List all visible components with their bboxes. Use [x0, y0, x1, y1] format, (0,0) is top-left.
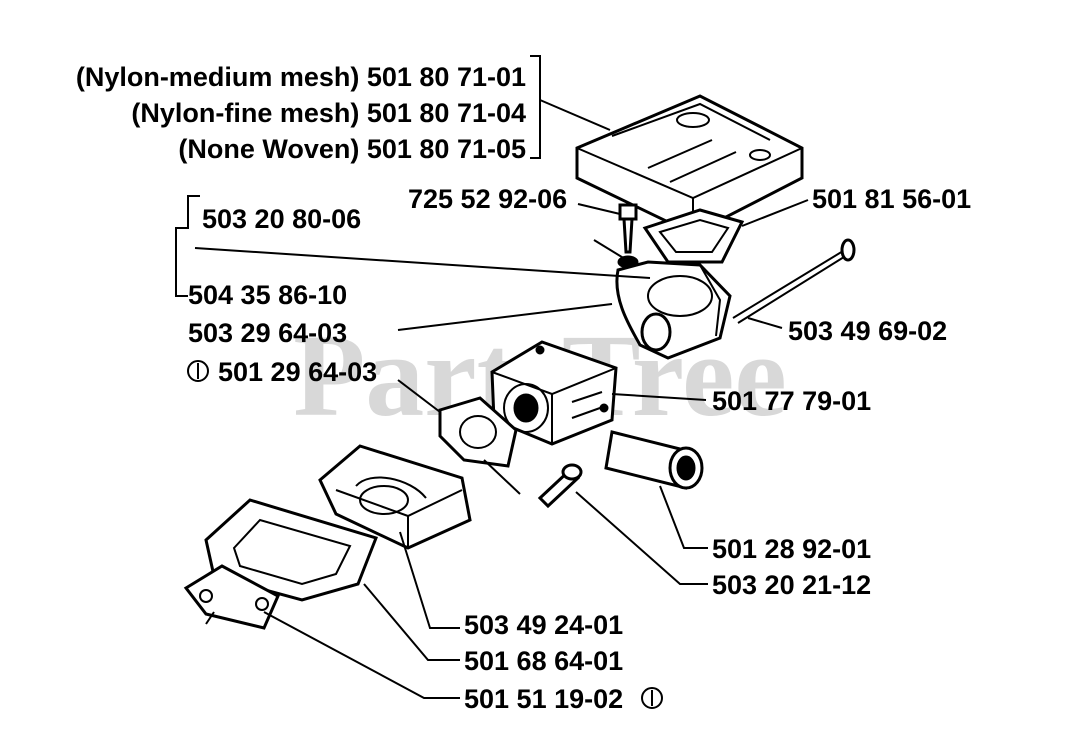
label-flange-gasket-group: 501 51 19-02 — [464, 684, 663, 714]
circled-one-icon — [187, 360, 209, 382]
label-screw-top: 725 52 92-06 — [408, 184, 567, 214]
label-intake-gasket: 501 68 64-01 — [464, 646, 623, 676]
air-filter-part — [575, 94, 804, 236]
label-holder-alt: 501 29 64-03 — [218, 357, 377, 387]
flange-gasket-part — [183, 564, 280, 630]
parts-drawing — [183, 94, 856, 630]
intake-box-part — [318, 444, 472, 550]
holder-part — [615, 260, 732, 360]
label-holder-alt-group: 501 29 64-03 — [187, 357, 377, 387]
label-bracket-a: 503 20 80-06 — [202, 204, 361, 234]
label-rod: 503 49 69-02 — [788, 316, 947, 346]
label-filter-nylon-medium: (Nylon-medium mesh) 501 80 71-01 — [76, 62, 526, 92]
label-flange-gasket: 501 51 19-02 — [464, 684, 623, 714]
label-carburetor: 501 77 79-01 — [712, 386, 871, 416]
screw-top-part — [617, 203, 639, 269]
label-bracket-b: 504 35 86-10 — [188, 280, 347, 310]
label-filter-nylon-fine: (Nylon-fine mesh) 501 80 71-04 — [131, 98, 526, 128]
label-fuel-filter: 501 28 92-01 — [712, 534, 871, 564]
label-filter-none-woven: (None Woven) 501 80 71-05 — [178, 134, 526, 164]
carb-gasket-part — [438, 396, 518, 468]
leader-lines — [175, 55, 809, 699]
screw-bottom-part — [537, 463, 583, 509]
gasket-top-part — [642, 208, 745, 264]
fuel-filter-part — [604, 430, 704, 490]
label-holder: 503 29 64-03 — [188, 318, 347, 348]
label-gasket-top: 501 81 56-01 — [812, 184, 971, 214]
rod-part — [732, 238, 856, 324]
label-screw-bottom: 503 20 21-12 — [712, 570, 871, 600]
label-intake-box: 503 49 24-01 — [464, 610, 623, 640]
circled-one-icon — [641, 687, 663, 709]
callout-labels: (Nylon-medium mesh) 501 80 71-01 (Nylon-… — [76, 62, 971, 714]
